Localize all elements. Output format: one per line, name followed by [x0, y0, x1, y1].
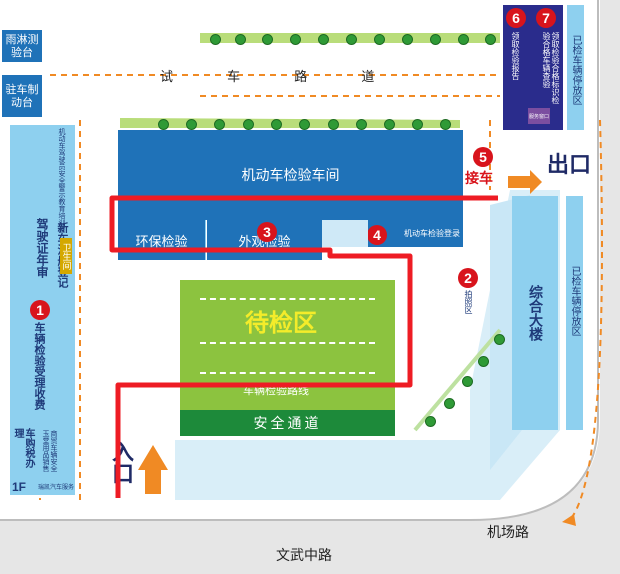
clinic-box: 卫生间: [60, 238, 72, 274]
safety-lane-label: 安全通道: [253, 416, 322, 432]
tree-icon: [214, 119, 225, 130]
safety-warning-label: 机动车驾驶员安全警示教育培训点: [58, 128, 66, 233]
waiting-dash-2: [200, 342, 375, 344]
tree-icon: [494, 334, 505, 345]
tree-icon: [440, 119, 451, 130]
step-4-marker: 4: [367, 225, 387, 245]
env-check-label: 环保检验: [135, 234, 188, 250]
step-5-marker: 5: [473, 147, 493, 167]
clinic-label: 卫生间: [60, 242, 71, 270]
workshop-pale-strip: [322, 220, 368, 247]
login-label: 机动车检验登录: [404, 229, 460, 238]
tree-icon: [243, 119, 254, 130]
env-check-bay: 环保检验: [118, 220, 206, 260]
tree-icon: [402, 34, 413, 45]
complex-building: 综合大楼: [512, 196, 558, 430]
tree-icon: [412, 119, 423, 130]
tree-icon: [485, 34, 496, 45]
airport-road-label: 机场路: [487, 525, 529, 541]
safety-lane: 安全通道: [180, 410, 395, 436]
parking-brake-label: 驻车制动台: [5, 83, 39, 109]
tree-icon: [262, 34, 273, 45]
pickup-label: 接车: [465, 171, 493, 187]
wenwu-road-label: 文武中路: [276, 548, 332, 564]
tree-icon: [186, 119, 197, 130]
inspected-parking-top: 已检车辆停放区: [567, 5, 584, 130]
service-window-tag: 服务窗口: [528, 108, 550, 124]
workshop-label: 机动车检验车间: [241, 168, 340, 184]
purchase-tax-label: 车购税办理: [12, 428, 34, 468]
tree-icon: [328, 119, 339, 130]
tree-icon: [458, 34, 469, 45]
tree-icon: [356, 119, 367, 130]
floor-label: 1F: [12, 480, 27, 494]
step-1-marker: 1: [30, 300, 50, 320]
tree-icon: [374, 34, 385, 45]
waiting-dashes: [200, 298, 375, 300]
step-6-label: 领取检验报告: [511, 32, 520, 80]
waiting-dash-3: [200, 372, 375, 374]
tree-icon: [299, 119, 310, 130]
inspection-workshop: 机动车检验车间: [118, 130, 463, 220]
waiting-area-label: 待检区: [245, 309, 317, 337]
tree-icon: [478, 356, 489, 367]
parking-brake-station: 驻车制动台: [2, 75, 42, 117]
step-6-marker: 6: [506, 8, 526, 28]
tree-icon: [346, 34, 357, 45]
tree-icon: [235, 34, 246, 45]
tree-icon: [384, 119, 395, 130]
step-3-marker: 3: [257, 222, 277, 242]
route-label: 车辆检验路线: [243, 384, 309, 397]
rain-test-station: 雨淋测验台: [2, 30, 42, 62]
auto-service-label: 瑞凯汽车服务: [38, 484, 75, 491]
photo-area-label: 拍照区: [464, 290, 473, 314]
tree-icon: [210, 34, 221, 45]
tree-icon: [158, 119, 169, 130]
exit-arrow: [508, 170, 542, 194]
exit-label: 出口: [547, 153, 592, 178]
driver-license-label: 驾驶证年审: [35, 218, 49, 278]
tree-icon: [462, 376, 473, 387]
step-7-marker: 7: [536, 8, 556, 28]
entrance-label: 入口: [108, 440, 133, 484]
entrance-arrow: [138, 445, 168, 494]
tree-icon: [444, 398, 455, 409]
purchase-tax-box: [10, 425, 38, 495]
test-road-label: 试 车 路 道: [160, 70, 375, 85]
tree-icon: [430, 34, 441, 45]
tyre-shop-label: 商贸车辆安全玉堂用品销售: [42, 430, 58, 472]
tree-icon: [318, 34, 329, 45]
tree-icon: [425, 416, 436, 427]
inspected-parking-right: 已检车辆停放区: [566, 196, 583, 430]
step-2-marker: 2: [458, 268, 478, 288]
complex-building-label: 综合大楼: [527, 285, 543, 341]
tree-icon: [271, 119, 282, 130]
step-1-label: 车辆检验受理收费: [33, 322, 46, 410]
tree-icon: [290, 34, 301, 45]
rain-test-label: 雨淋测验台: [5, 33, 39, 59]
step-7-label: 领取检验合格标识检验合格车辆查验: [542, 32, 560, 104]
